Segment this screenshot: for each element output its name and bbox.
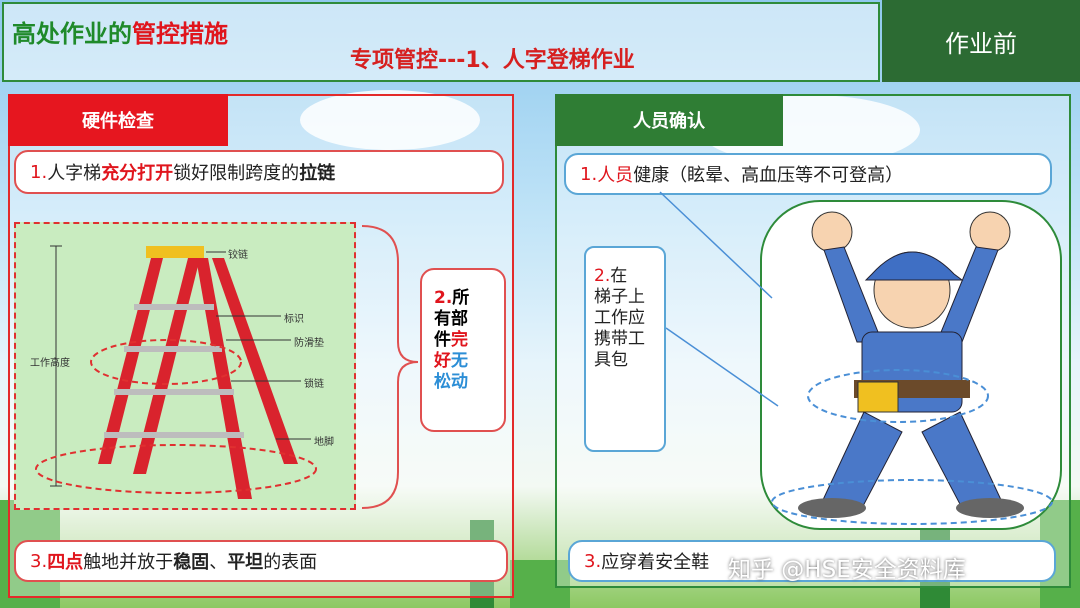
title-bar <box>2 2 880 82</box>
item-number: 3. <box>30 550 48 572</box>
item-text: 件 <box>434 330 451 350</box>
item-text: 梯子上 <box>594 287 645 307</box>
hardware-item-2: 2.所 有部 件完 好无 松动 <box>420 268 506 432</box>
title-prefix: 高处作业的 <box>12 20 132 48</box>
item-number: 1. <box>580 163 598 185</box>
worker-icon <box>771 211 1053 525</box>
item-text: 携带工 <box>594 329 645 349</box>
item-text: 工作应 <box>594 308 645 328</box>
item-text: 有部 <box>434 309 468 329</box>
item-text: 、 <box>209 552 228 573</box>
item-text: 具包 <box>594 350 628 370</box>
item-number: 2. <box>434 288 453 308</box>
personnel-item-1: 1. 人员 健康（眩晕、高血压等不可登高） <box>564 153 1052 195</box>
hardware-item-1: 1. 人字梯 充分打开 锁好限制跨度的 拉链 <box>14 150 504 194</box>
ladder-label-hinge: 铰链 <box>228 250 248 261</box>
watermark: 知乎 @HSE安全资料库 <box>728 557 966 583</box>
item-number: 1. <box>30 161 48 183</box>
page-subtitle: 专项管控---1、人字登梯作业 <box>350 48 635 73</box>
personnel-tab: 人员确认 <box>555 94 783 146</box>
item-text: 锁好限制跨度的 <box>173 163 300 184</box>
item-text: 在 <box>610 266 628 286</box>
phase-badge: 作业前 <box>882 0 1080 82</box>
item-highlight: 好 <box>434 351 451 371</box>
city-decoration <box>510 560 570 608</box>
ladder-label-antislip: 防滑垫 <box>294 338 324 349</box>
worker-illustration <box>760 200 1062 530</box>
pointer-lines <box>659 191 779 407</box>
item-number: 3. <box>584 550 602 572</box>
title-highlight: 管控措施 <box>132 20 228 48</box>
item-bold: 稳固 <box>173 552 210 573</box>
item-highlight: 完 <box>451 330 468 350</box>
personnel-item-2: 2.在 梯子上 工作应 携带工 具包 <box>584 246 666 452</box>
ladder-illustration: 铰链 标识 防滑垫 锁链 地脚 工作高度 <box>14 222 356 510</box>
item-highlight: 松动 <box>434 372 468 392</box>
item-bold: 拉链 <box>299 163 336 184</box>
item-highlight: 人员 <box>597 165 634 186</box>
item-text: 所 <box>452 288 470 308</box>
item-highlight: 充分打开 <box>101 163 174 184</box>
hardware-tab: 硬件检查 <box>8 94 228 146</box>
ladder-label-foot: 地脚 <box>314 437 334 448</box>
item-highlight: 无 <box>451 351 468 371</box>
hardware-item-3: 3. 四点 触地并放于 稳固 、 平坦 的表面 <box>14 540 508 582</box>
item-bold: 平坦 <box>227 552 264 573</box>
item-text: 应穿着安全鞋 <box>601 552 710 573</box>
personnel-item-3: 3. 应穿着安全鞋 <box>568 540 1056 582</box>
item-highlight: 四点 <box>47 552 84 573</box>
ladder-label-height: 工作高度 <box>30 358 70 369</box>
item-text: 健康（眩晕、高血压等不可登高） <box>633 165 904 186</box>
item-number: 2. <box>594 266 611 286</box>
ladder-label-mark: 标识 <box>284 314 304 325</box>
item-text: 触地并放于 <box>83 552 174 573</box>
bracket-connector <box>361 225 419 509</box>
ladder-icon <box>35 245 317 499</box>
ladder-label-lock: 锁链 <box>304 379 324 390</box>
item-text: 人字梯 <box>47 163 102 184</box>
item-text: 的表面 <box>263 552 318 573</box>
page-title: 高处作业的管控措施 <box>12 14 228 49</box>
cloud-decoration <box>300 90 480 150</box>
